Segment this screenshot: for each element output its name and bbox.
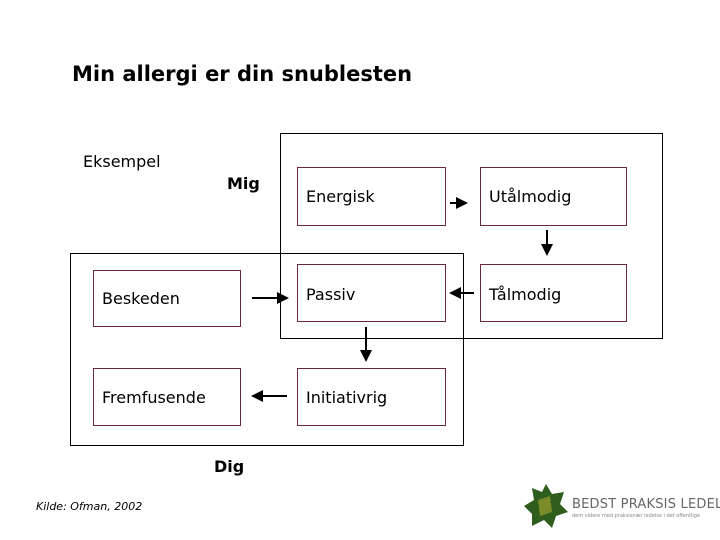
logo-star-icon	[524, 484, 568, 528]
mig-label: Mig	[227, 174, 260, 193]
box-energisk: Energisk	[297, 167, 446, 226]
box-utaalmodig: Utålmodig	[480, 167, 627, 226]
box-taalmodig: Tålmodig	[480, 264, 627, 322]
slide-title: Min allergi er din snublesten	[72, 62, 413, 86]
mig-frame	[280, 133, 663, 339]
box-fremfusende: Fremfusende	[93, 368, 241, 426]
box-label: Tålmodig	[489, 285, 562, 304]
source-citation: Kilde: Ofman, 2002	[36, 500, 143, 513]
logo-name: BEDST PRAKSIS LEDELSE	[572, 497, 720, 512]
box-label: Fremfusende	[102, 387, 206, 407]
box-label: Energisk	[306, 187, 375, 206]
dig-frame	[70, 253, 464, 446]
box-label: Initiativrig	[306, 387, 388, 407]
example-label: Eksempel	[83, 152, 161, 171]
logo: BEDST PRAKSIS LEDELSE dem videre med pra…	[522, 482, 720, 532]
box-label: Beskeden	[102, 289, 180, 308]
box-label: Utålmodig	[489, 187, 572, 206]
dig-label: Dig	[214, 457, 245, 476]
box-beskeden: Beskeden	[93, 270, 241, 327]
logo-tagline: dem videre med praksisnær ledelse i det …	[572, 513, 701, 519]
box-initiativrig: Initiativrig	[297, 368, 446, 426]
box-passiv: Passiv	[297, 264, 446, 322]
box-label: Passiv	[306, 285, 356, 304]
